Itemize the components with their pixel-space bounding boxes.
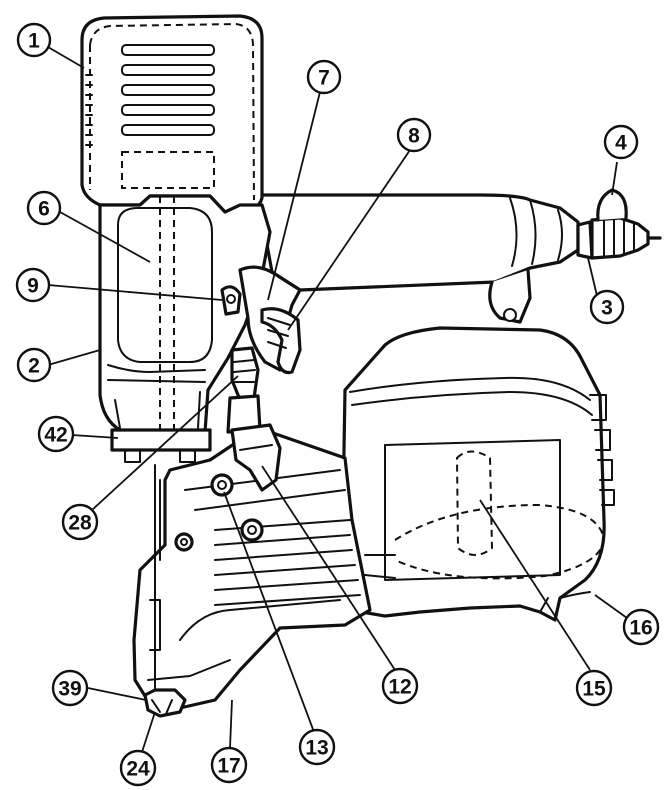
callout-9-label: 9 (27, 275, 39, 298)
callout-17: 17 (210, 746, 248, 784)
nose-feeder (132, 423, 372, 718)
callout-17-label: 17 (217, 755, 240, 778)
callout-13: 13 (298, 728, 336, 766)
callout-39-label: 39 (58, 678, 81, 701)
callout-15: 15 (575, 669, 613, 707)
callout-24-label: 24 (126, 758, 150, 781)
callout-7-label: 7 (318, 67, 330, 90)
callout-7: 7 (306, 59, 342, 95)
leader-lines (47, 46, 628, 753)
body-housing (98, 194, 272, 463)
callout-4-label: 4 (615, 132, 627, 155)
callout-16: 16 (622, 608, 660, 646)
callout-1: 1 (16, 22, 52, 58)
callout-16-label: 16 (629, 617, 652, 640)
callout-42: 42 (37, 415, 75, 453)
callout-15-label: 15 (582, 678, 606, 701)
callout-8-label: 8 (408, 125, 420, 148)
callout-4: 4 (603, 124, 639, 160)
trigger-assembly (220, 265, 302, 434)
exhaust-grille (121, 44, 215, 136)
callout-39: 39 (51, 669, 89, 707)
callout-3: 3 (589, 289, 625, 325)
callout-2-label: 2 (28, 355, 40, 378)
callout-24: 24 (119, 749, 157, 787)
callout-9: 9 (15, 267, 51, 303)
tool-illustration (80, 14, 662, 718)
callout-13-label: 13 (305, 737, 328, 760)
callout-12-label: 12 (388, 676, 411, 699)
callout-12: 12 (381, 667, 419, 705)
callout-28-label: 28 (68, 512, 92, 535)
callout-6: 6 (26, 190, 62, 226)
callout-42-label: 42 (44, 424, 67, 447)
callout-28: 28 (61, 503, 99, 541)
magazine (340, 326, 615, 622)
callout-2: 2 (16, 347, 52, 383)
top-cap (80, 14, 264, 214)
callout-6-label: 6 (38, 198, 50, 221)
callout-8: 8 (396, 117, 432, 153)
callout-3-label: 3 (601, 297, 613, 320)
callout-1-label: 1 (28, 30, 40, 53)
